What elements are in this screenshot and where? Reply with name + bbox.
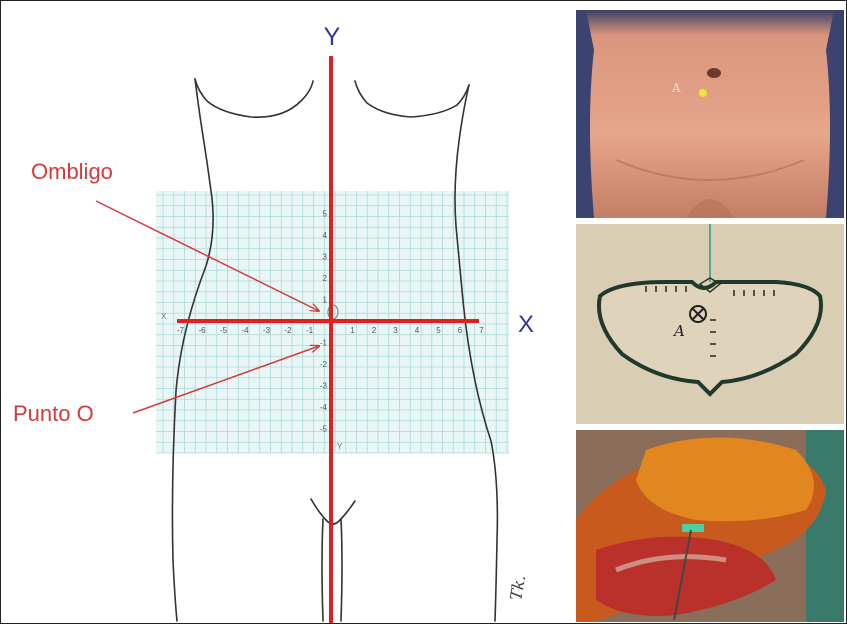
x-tick-label: 1: [350, 326, 355, 335]
y-tick-label: 1: [323, 296, 328, 305]
x-tick-label: 4: [415, 326, 420, 335]
x-axis-label: X: [518, 311, 534, 338]
navel: [707, 68, 721, 78]
y-tick-label: 3: [323, 253, 328, 262]
x-tick-label: -6: [198, 326, 206, 335]
y-tick-label: -3: [320, 382, 328, 391]
x-tick-label: 2: [372, 326, 377, 335]
x-tick-label: 3: [393, 326, 398, 335]
x-tick-label: 7: [479, 326, 484, 335]
umbilicus-label: Ombligo: [31, 159, 113, 184]
photo-abdomen-3d: A: [576, 10, 844, 218]
y-tick-label: -5: [320, 425, 328, 434]
point-a-marker: [699, 89, 707, 97]
x-tick-label: -3: [263, 326, 271, 335]
y-tick-label: -1: [320, 339, 328, 348]
point-o-label: Punto O: [13, 401, 94, 426]
point-a-label-mid: A: [672, 322, 685, 340]
y-tick-label: 2: [323, 274, 328, 283]
point-a-label-top: A: [671, 81, 681, 95]
x-tick-label: 6: [458, 326, 463, 335]
y-tick-label: -4: [320, 403, 328, 412]
x-tick-label: -2: [284, 326, 292, 335]
y-tick-label: 4: [323, 231, 328, 240]
signature: Tk.: [506, 573, 529, 601]
grid-small-x-label: X: [161, 312, 167, 321]
x-tick-label: -7: [177, 326, 185, 335]
x-tick-label: -5: [220, 326, 228, 335]
grid-small-y-label: Y: [337, 442, 343, 451]
photo-surgical-flap: [576, 430, 844, 622]
y-tick-label: -2: [320, 360, 328, 369]
x-tick-label: -1: [306, 326, 314, 335]
y-axis-label: Y: [324, 23, 341, 51]
x-tick-label: 5: [436, 326, 441, 335]
photo-abdomen-marked: A: [576, 224, 844, 424]
x-tick-label: -4: [241, 326, 249, 335]
y-tick-label: 5: [323, 210, 328, 219]
